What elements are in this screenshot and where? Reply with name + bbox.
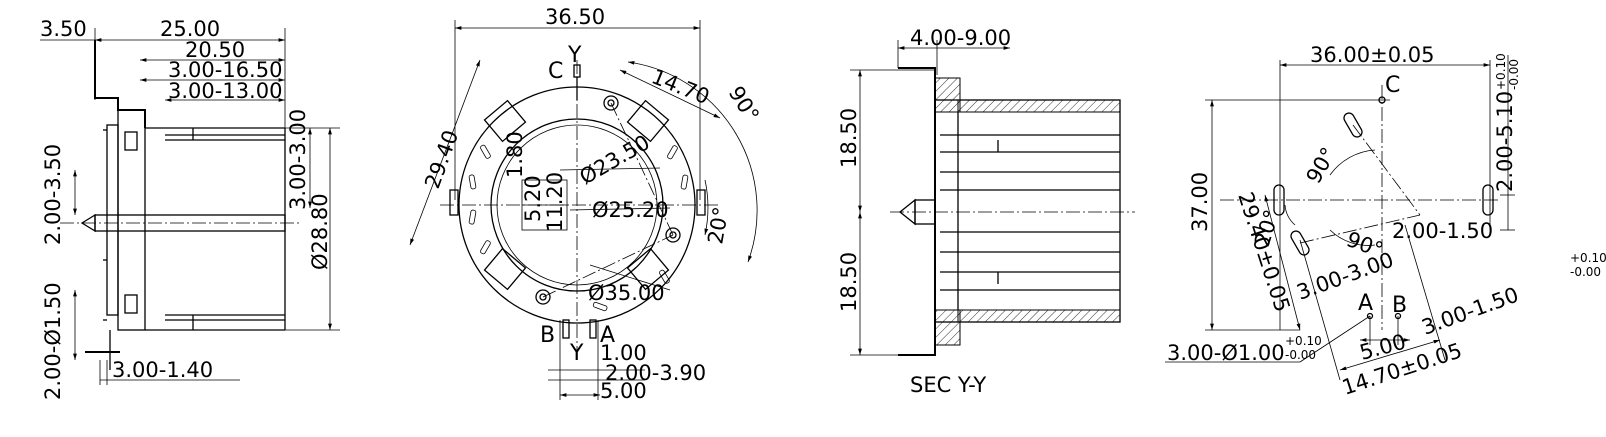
dim-front-dia-35-00: Ø35.00 [588,281,665,305]
dim-side-3-00-3-00: 3.00-3.00 [286,109,310,210]
dim-front-11-20: 11.20 [543,172,567,232]
label-front-c: C [548,59,563,84]
dim-side-3-00-1-40: 3.00-1.40 [112,358,213,382]
dim-pin-90-deg-upper: 90° [1302,143,1341,187]
tol-pin-36-upper: +0.10 [1494,53,1508,90]
dim-pin-3-00-3-00: 3.00-3.00 [1294,248,1397,305]
dim-side-3-00-13-00: 3.00-13.00 [168,79,282,103]
dim-pin-2-00-1-50: 2.00-1.50 [1392,219,1493,243]
dim-pin-37-00: 37.00 [1188,172,1212,232]
dim-pin-36-00: 36.00±0.05 [1310,43,1434,67]
side-view: 3.50 25.00 20.50 3.00-16.50 3.00-13.00 3… [40,17,340,400]
pin-layout-view: 36.00±0.05 +0.10 -0.00 37.00 29.40±0.05 … [1165,43,1606,400]
dim-side-2-00-3-50: 2.00-3.50 [41,144,65,245]
dim-section-4-00-9-00: 4.00-9.00 [910,26,1011,50]
dim-front-1-80: 1.80 [503,131,527,178]
label-front-a: A [600,323,615,348]
dim-front-5-00: 5.00 [600,379,647,403]
dim-pin-3-00-dia-1-00: 3.00-Ø1.00 [1167,341,1285,365]
dim-front-dia-23-50: Ø23.50 [576,130,654,189]
dim-front-14-70: 14.70 [648,64,713,109]
section-view: 4.00-9.00 18.50 18.50 SEC Y-Y [837,26,1135,397]
dim-front-2-00-3-90: 2.00-3.90 [605,361,706,385]
label-front-y-top: Y [567,43,582,68]
section-caption: SEC Y-Y [910,373,986,397]
dim-front-20-deg: 20° [703,205,733,246]
label-pin-a: A [1358,291,1373,316]
tol-pin-dia-upper: +0.10 [1285,334,1322,348]
dim-side-dia-28-80: Ø28.80 [308,193,332,270]
tol-pin-1-50-upper: +0.10 [1570,251,1606,265]
label-front-y-bottom: Y [569,341,584,366]
dim-front-36-50: 36.50 [545,5,605,29]
dim-side-3-00-16-50: 3.00-16.50 [168,58,282,82]
dim-side-25-00: 25.00 [160,17,220,41]
dim-side-20-50: 20.50 [185,38,245,62]
dim-front-1-00: 1.00 [600,341,647,365]
dim-side-3-50: 3.50 [40,17,87,41]
tol-pin-1-50-lower: -0.00 [1570,265,1601,279]
dim-pin-3-00-1-50: 3.00-1.50 [1419,283,1522,340]
dim-section-18-50-top: 18.50 [837,108,861,168]
dim-side-2-00-dia-1-50: 2.00-Ø1.50 [41,282,65,400]
tol-pin-dia-lower: -0.00 [1285,348,1316,362]
dim-pin-90-deg-lower: 90° [1343,227,1386,262]
dim-front-29-40: 29.40 [420,127,463,192]
dim-section-18-50-bottom: 18.50 [837,252,861,312]
dim-front-dia-25-20: Ø25.20 [592,198,669,222]
dim-front-90-deg: 90° [724,82,764,126]
label-pin-b: B [1392,293,1407,318]
label-pin-c: C [1385,73,1400,98]
label-front-b: B [540,323,555,348]
dim-front-5-20: 5.20 [521,175,545,222]
tol-pin-36-lower: -0.00 [1507,59,1521,90]
dim-pin-2-00-5-10: 2.00-5.10 [1493,91,1517,192]
front-view: 36.50 14.70 90° 29.40 1.80 5.20 11.20 Ø2… [409,5,764,403]
